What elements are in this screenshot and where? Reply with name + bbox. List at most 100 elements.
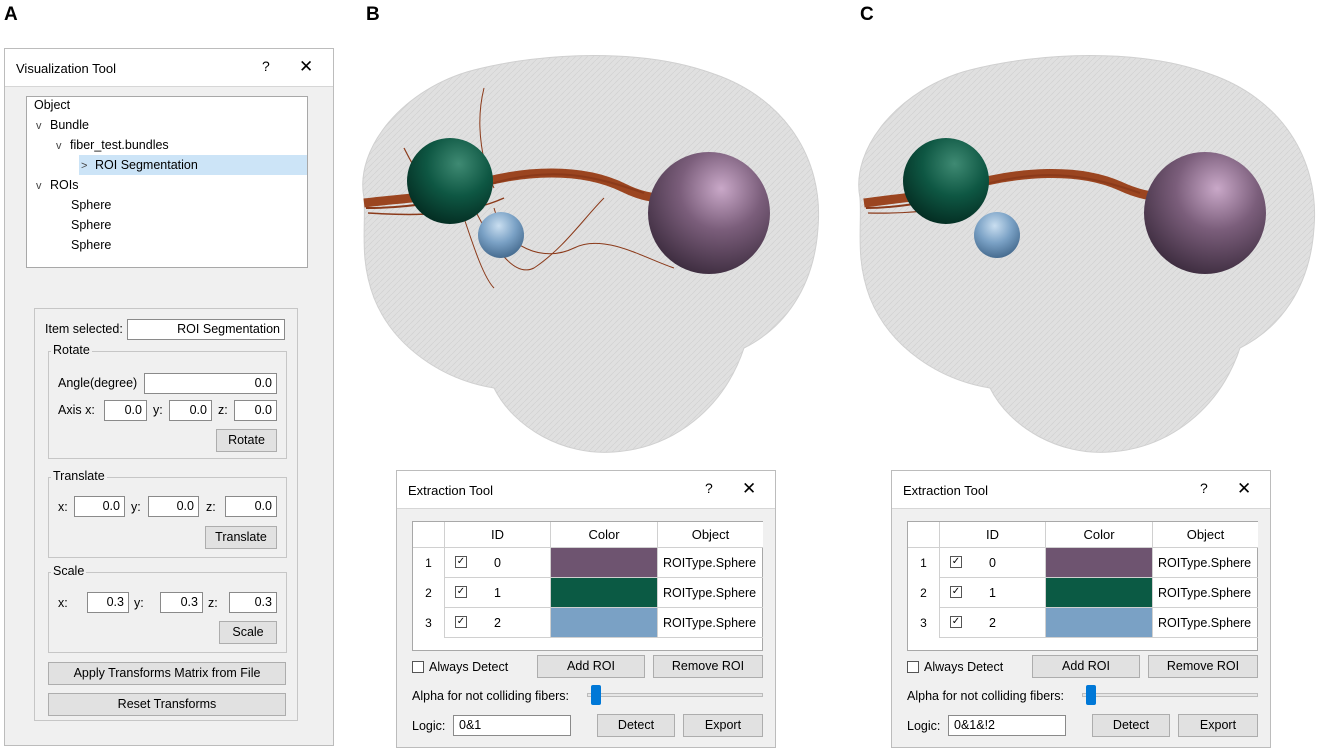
- alpha-slider-track[interactable]: [587, 693, 763, 697]
- row-id: 1: [494, 586, 501, 600]
- table-row-id-cell[interactable]: ✓ 1: [445, 578, 551, 608]
- reset-transforms-button[interactable]: Reset Transforms: [48, 693, 286, 716]
- table-row-id-cell[interactable]: ✓ 2: [445, 608, 551, 638]
- sphere-purple[interactable]: [1144, 152, 1266, 274]
- tree-item-sphere[interactable]: Sphere: [71, 198, 112, 212]
- logic-input[interactable]: 0&1: [453, 715, 571, 736]
- scale-button[interactable]: Scale: [219, 621, 277, 644]
- sphere-green[interactable]: [407, 138, 493, 224]
- chevron-down-icon[interactable]: v: [36, 120, 42, 132]
- alpha-slider-handle[interactable]: [1086, 685, 1096, 705]
- brain-render-c[interactable]: [840, 48, 1325, 460]
- chevron-down-icon[interactable]: v: [56, 140, 62, 152]
- row-color-swatch[interactable]: [551, 578, 658, 608]
- tree-item-sphere[interactable]: Sphere: [71, 238, 112, 252]
- brain-render-b[interactable]: [344, 48, 830, 460]
- row-checkbox[interactable]: ✓: [455, 556, 467, 568]
- row-color-swatch[interactable]: [551, 608, 658, 638]
- close-icon[interactable]: ✕: [1237, 479, 1252, 498]
- close-icon[interactable]: ✕: [299, 57, 314, 76]
- close-icon[interactable]: ✕: [742, 479, 757, 498]
- apply-transforms-button[interactable]: Apply Transforms Matrix from File: [48, 662, 286, 685]
- chevron-down-icon[interactable]: v: [36, 180, 42, 192]
- sphere-green[interactable]: [903, 138, 989, 224]
- row-object: ROIType.Sphere: [1153, 548, 1258, 578]
- help-icon[interactable]: ?: [705, 480, 713, 496]
- scale-x-field[interactable]: 0.3: [87, 592, 129, 613]
- rotate-button[interactable]: Rotate: [216, 429, 277, 452]
- detect-button[interactable]: Detect: [597, 714, 675, 737]
- tree-item-roi-segmentation[interactable]: >ROI Segmentation: [79, 155, 307, 175]
- translate-button[interactable]: Translate: [205, 526, 277, 549]
- row-object: ROIType.Sphere: [658, 578, 763, 608]
- transform-panel: Item selected: ROI Segmentation Rotate A…: [34, 308, 298, 721]
- tree-header: Object: [34, 98, 71, 112]
- axis-x-field[interactable]: 0.0: [104, 400, 147, 421]
- column-header-color[interactable]: Color: [1046, 522, 1153, 548]
- column-header-object[interactable]: Object: [1153, 522, 1258, 548]
- help-icon[interactable]: ?: [1200, 480, 1208, 496]
- row-checkbox[interactable]: ✓: [950, 616, 962, 628]
- logic-label: Logic:: [412, 719, 446, 733]
- row-id: 2: [494, 616, 501, 630]
- row-checkbox[interactable]: ✓: [455, 586, 467, 598]
- table-row-id-cell[interactable]: ✓ 0: [940, 548, 1046, 578]
- table-row-id-cell[interactable]: ✓ 2: [940, 608, 1046, 638]
- add-roi-button[interactable]: Add ROI: [1032, 655, 1140, 678]
- logic-input[interactable]: 0&1&!2: [948, 715, 1066, 736]
- row-color-swatch[interactable]: [551, 548, 658, 578]
- column-header-id[interactable]: ID: [940, 522, 1046, 548]
- add-roi-button[interactable]: Add ROI: [537, 655, 645, 678]
- row-number: 3: [908, 608, 940, 638]
- always-detect-checkbox[interactable]: [412, 661, 424, 673]
- column-header-id[interactable]: ID: [445, 522, 551, 548]
- chevron-right-icon[interactable]: >: [81, 160, 88, 172]
- scale-y-field[interactable]: 0.3: [160, 592, 203, 613]
- always-detect-checkbox[interactable]: [907, 661, 919, 673]
- sphere-purple[interactable]: [648, 152, 770, 274]
- row-id: 2: [989, 616, 996, 630]
- sphere-blue[interactable]: [974, 212, 1020, 258]
- row-checkbox[interactable]: ✓: [950, 586, 962, 598]
- item-selected-field[interactable]: ROI Segmentation: [127, 319, 285, 340]
- row-color-swatch[interactable]: [1046, 548, 1153, 578]
- column-header-color[interactable]: Color: [551, 522, 658, 548]
- export-button[interactable]: Export: [683, 714, 763, 737]
- tree-item-sphere[interactable]: Sphere: [71, 218, 112, 232]
- row-color-swatch[interactable]: [1046, 578, 1153, 608]
- table-row-id-cell[interactable]: ✓ 0: [445, 548, 551, 578]
- axis-y-field[interactable]: 0.0: [169, 400, 212, 421]
- alpha-slider-track[interactable]: [1082, 693, 1258, 697]
- export-button[interactable]: Export: [1178, 714, 1258, 737]
- axis-z-field[interactable]: 0.0: [234, 400, 277, 421]
- angle-field[interactable]: 0.0: [144, 373, 277, 394]
- remove-roi-button[interactable]: Remove ROI: [1148, 655, 1258, 678]
- panel-label-a: A: [4, 4, 18, 25]
- table-row-id-cell[interactable]: ✓ 1: [940, 578, 1046, 608]
- roi-table[interactable]: ID Color Object 1 ✓ 0 ROIType.Sphere 2 ✓…: [907, 521, 1258, 651]
- translate-z-field[interactable]: 0.0: [225, 496, 277, 517]
- sphere-blue[interactable]: [478, 212, 524, 258]
- translate-x-field[interactable]: 0.0: [74, 496, 125, 517]
- row-color-swatch[interactable]: [1046, 608, 1153, 638]
- detect-button[interactable]: Detect: [1092, 714, 1170, 737]
- alpha-slider-handle[interactable]: [591, 685, 601, 705]
- help-icon[interactable]: ?: [262, 58, 270, 74]
- scale-z-field[interactable]: 0.3: [229, 592, 277, 613]
- translate-y-field[interactable]: 0.0: [148, 496, 199, 517]
- roi-table[interactable]: ID Color Object 1 ✓ 0 ROIType.Sphere 2 ✓…: [412, 521, 763, 651]
- row-object: ROIType.Sphere: [1153, 608, 1258, 638]
- row-object: ROIType.Sphere: [1153, 578, 1258, 608]
- column-header-object[interactable]: Object: [658, 522, 763, 548]
- row-checkbox[interactable]: ✓: [455, 616, 467, 628]
- row-checkbox[interactable]: ✓: [950, 556, 962, 568]
- rotate-group-label: Rotate: [51, 343, 92, 357]
- scale-y-label: y:: [134, 596, 144, 610]
- row-number: 2: [908, 578, 940, 608]
- window-title: Extraction Tool: [903, 483, 989, 498]
- remove-roi-button[interactable]: Remove ROI: [653, 655, 763, 678]
